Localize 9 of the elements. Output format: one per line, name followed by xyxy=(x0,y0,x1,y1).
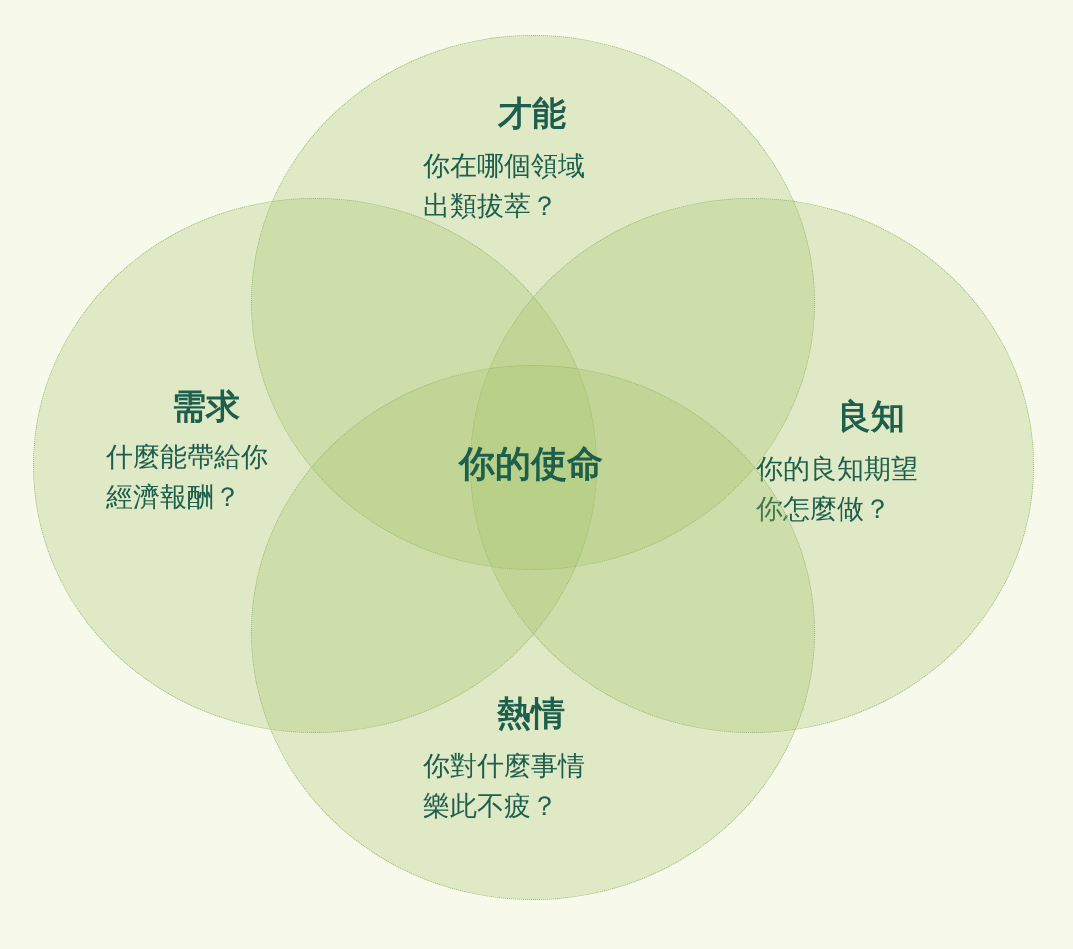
heading: 需求 xyxy=(172,389,240,423)
question-text: 你在哪個領域出類拔萃？ xyxy=(423,149,586,223)
heading: 熱情 xyxy=(497,696,565,730)
center-label: 你的使命 xyxy=(459,446,603,482)
heading: 良知 xyxy=(837,399,905,433)
question-text: 你對什麼事情樂此不疲？ xyxy=(423,749,586,823)
question-text: 什麼能帶給你經濟報酬？ xyxy=(106,440,269,514)
question-text: 你的良知期望你怎麼做？ xyxy=(756,452,919,526)
heading: 才能 xyxy=(498,96,566,130)
